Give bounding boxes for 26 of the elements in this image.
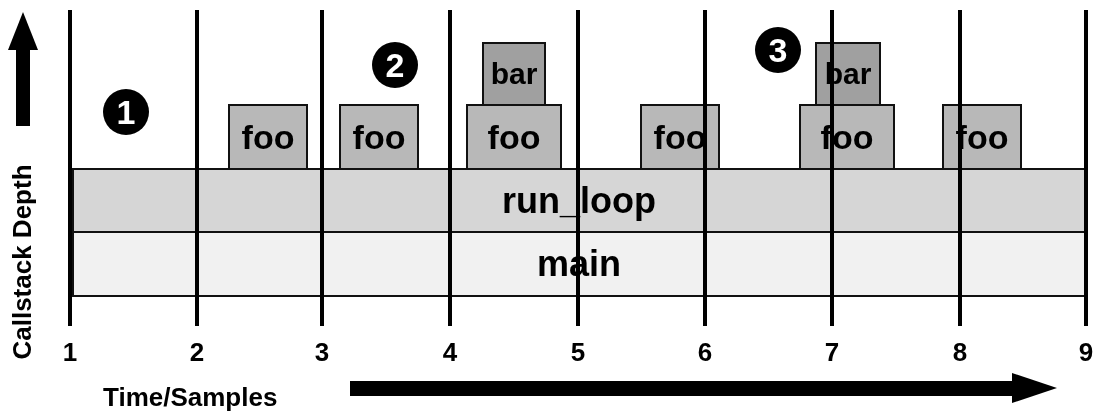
tick-label: 9: [1078, 339, 1094, 365]
call-frame-box: [640, 104, 720, 170]
call-band: [72, 231, 1086, 297]
function-name: foo: [241, 120, 295, 154]
axis-title: Callstack Depth: [9, 164, 35, 360]
call-frame-box: [482, 42, 546, 106]
tick-label: 7: [824, 339, 840, 365]
tick-label: 6: [697, 339, 713, 365]
function-name: foo: [487, 120, 541, 154]
tick-label: 3: [314, 339, 330, 365]
function-name: foo: [352, 120, 406, 154]
callout-number: 1: [103, 89, 149, 135]
callout-number: 3: [755, 27, 801, 73]
axis-title: Time/Samples: [103, 384, 278, 410]
call-band: [72, 168, 1086, 233]
tick-label: 1: [62, 339, 78, 365]
tick-label: 2: [189, 339, 205, 365]
tick-label: 4: [442, 339, 458, 365]
call-frame-box: [228, 104, 308, 170]
callout-number: 2: [372, 42, 418, 88]
tick-label: 5: [570, 339, 586, 365]
function-name: foo: [653, 120, 707, 154]
function-name: bar: [490, 59, 538, 89]
call-frame-box: [466, 104, 562, 170]
call-frame-box: [339, 104, 419, 170]
tick-label: 8: [952, 339, 968, 365]
